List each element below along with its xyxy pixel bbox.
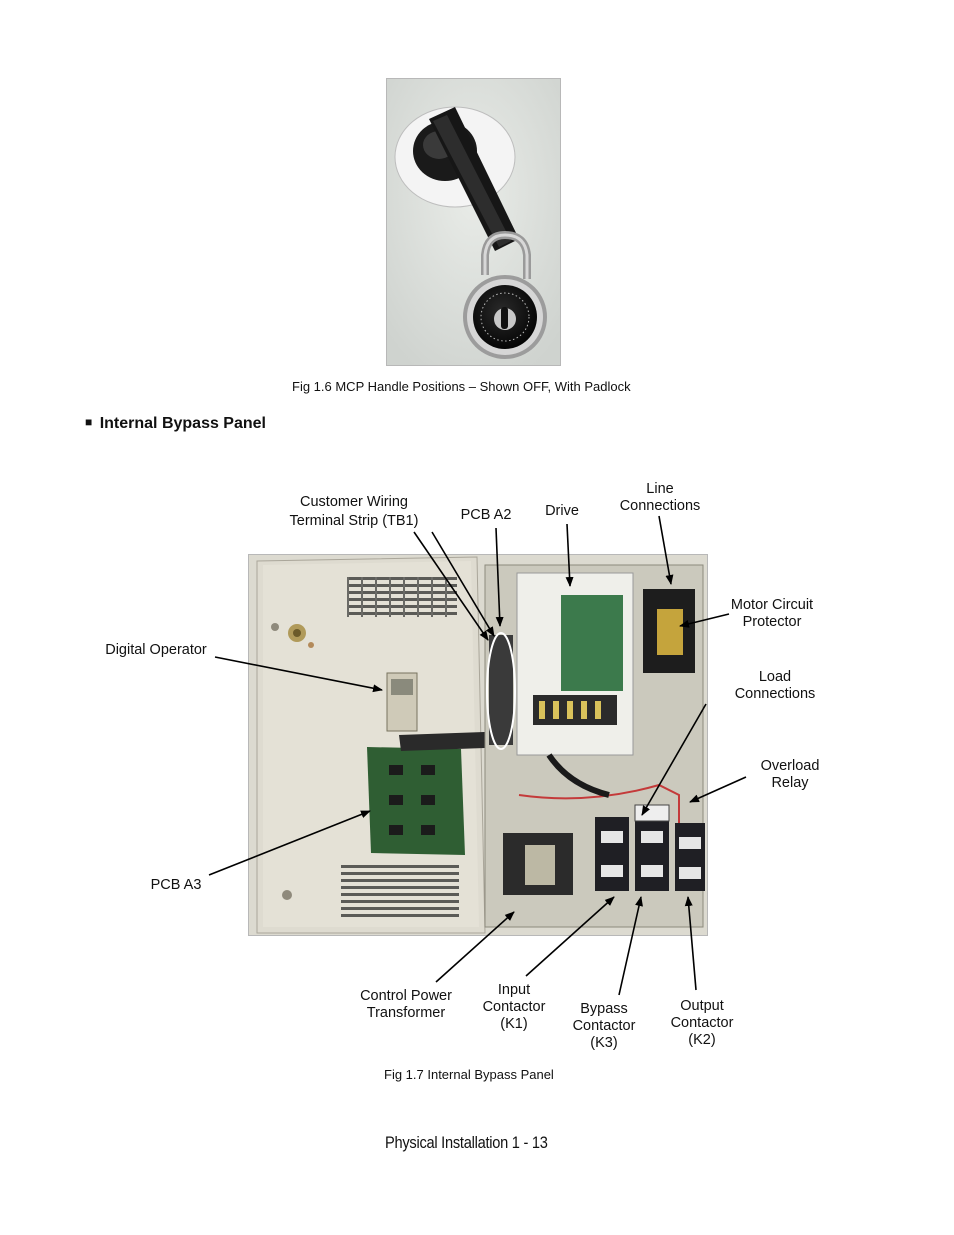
label-motor-circuit-protector: Motor Circuit Protector [730, 597, 814, 630]
leader-pcb-a3 [208, 810, 371, 876]
label-input-contactor: Input Contactor (K1) [482, 982, 546, 1032]
bypass-panel-photo [248, 554, 708, 936]
leader-k2 [684, 896, 697, 991]
label-digital-operator: Digital Operator [105, 642, 207, 658]
label-bypass-contactor: Bypass Contactor (K3) [572, 1001, 636, 1051]
section-heading: ■ Internal Bypass Panel [85, 415, 266, 433]
leader-drive [565, 523, 574, 587]
fig-1-7-caption: Fig 1.7 Internal Bypass Panel [384, 1067, 554, 1082]
leader-mcp [679, 613, 730, 628]
leader-cpt [435, 911, 515, 983]
page-footer: Physical Installation 1 - 13 [385, 1133, 548, 1152]
square-bullet-icon: ■ [85, 415, 93, 429]
label-customer-wiring: Customer Wiring Terminal Strip (TB1) [289, 494, 419, 529]
label-load-connections: Load Connections [734, 669, 816, 702]
label-overload-relay: Overload Relay [760, 758, 820, 791]
leader-tb1 [413, 531, 489, 641]
label-output-contactor: Output Contactor (K2) [670, 998, 734, 1048]
leader-pcb-a2 [495, 527, 504, 627]
leader-load [641, 703, 707, 816]
label-pcb-a2: PCB A2 [460, 507, 512, 523]
label-line-connections: Line Connections [619, 481, 701, 514]
leader-digital-operator [214, 656, 383, 693]
leader-tb1-b [431, 531, 495, 637]
label-pcb-a3: PCB A3 [150, 877, 202, 893]
label-control-power-transformer: Control Power Transformer [360, 988, 452, 1021]
leader-k3 [618, 896, 643, 996]
label-drive: Drive [545, 503, 579, 519]
section-title: Internal Bypass Panel [99, 415, 266, 432]
fig-1-6-caption: Fig 1.6 MCP Handle Positions – Shown OFF… [292, 379, 631, 394]
mcp-handle-photo [386, 78, 561, 366]
leader-k1 [525, 896, 615, 977]
leader-overload [689, 776, 747, 803]
leader-line-connections [658, 515, 674, 585]
